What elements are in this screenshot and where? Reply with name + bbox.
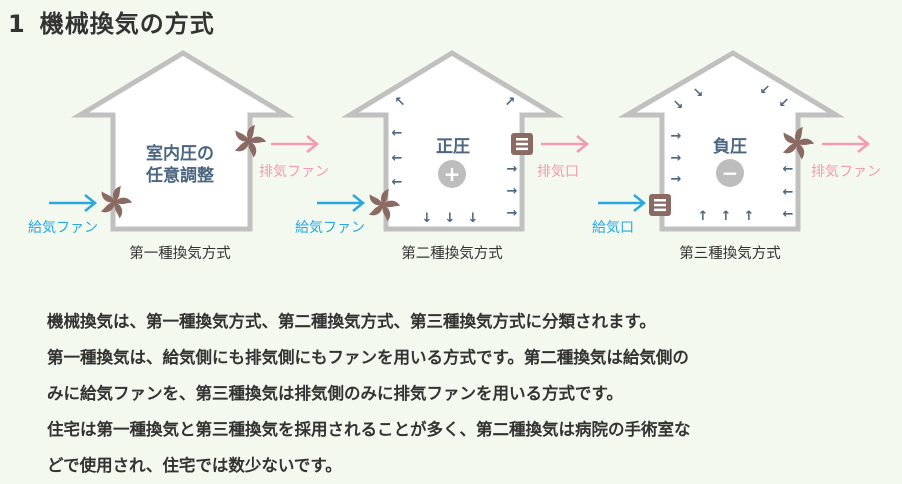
outward-air-arrows: ↖ ↗ ← ← ← → → → ↓ ↓ ↓ <box>392 95 518 226</box>
svg-text:→: → <box>671 151 682 166</box>
pressure-label: 正圧 <box>436 137 470 157</box>
svg-text:↑: ↑ <box>744 209 755 224</box>
supply-label: 給気ファン <box>28 220 98 236</box>
svg-text:↖: ↖ <box>395 95 406 110</box>
caption: 第一種換気方式 <box>129 244 231 262</box>
center-text-line2: 任意調整 <box>145 165 214 186</box>
caption: 第三種換気方式 <box>679 244 781 262</box>
svg-text:↘: ↘ <box>693 86 704 101</box>
supply-label: 給気口 <box>592 220 634 236</box>
house-outline <box>341 50 565 232</box>
exhaust-label: 排気ファン <box>811 164 881 180</box>
svg-text:↓: ↓ <box>422 211 433 226</box>
svg-text:↙: ↙ <box>779 96 790 111</box>
supply-label: 給気ファン <box>295 220 365 236</box>
svg-text:↑: ↑ <box>698 209 709 224</box>
exhaust-label: 排気口 <box>537 164 579 180</box>
supply-arrow-icon <box>315 193 365 213</box>
exhaust-label: 排気ファン <box>259 164 329 180</box>
diagram-type2: 正圧 + ↖ ↗ ← ← ← → → → ↓ ↓ ↓ 給気ファン 排気口 第二種換気方式 <box>295 50 589 262</box>
paragraph: 機械換気は、第一種換気方式、第二種換気方式、第三種換気方式に分類されます。 <box>47 312 656 331</box>
diagram-type1: 室内圧の 任意調整 給気ファン 排気ファン 第一種換気方式 <box>28 50 329 262</box>
caption: 第二種換気方式 <box>401 244 503 262</box>
paragraph: どで使用され、住宅では数少ないです。 <box>47 456 342 475</box>
plus-sign: + <box>444 162 461 186</box>
paragraph: 第一種換気は、給気側にも排気側にもファンを用いる方式です。第二種換気は給気側の <box>47 348 689 367</box>
pressure-label: 負圧 <box>713 137 747 157</box>
supply-arrow-icon <box>596 193 646 213</box>
svg-text:↗: ↗ <box>505 95 516 110</box>
minus-circle-icon <box>716 159 744 187</box>
inward-air-arrows: ↘ ↘ ↙ ↙ → → → ← ← ← ↑ ↑ ↑ <box>671 83 794 224</box>
svg-text:→: → <box>671 129 682 144</box>
description: 機械換気は、第一種換気方式、第二種換気方式、第三種換気方式に分類されます。 第一… <box>47 304 887 484</box>
svg-text:→: → <box>507 162 518 177</box>
exhaust-arrow-icon <box>539 134 589 154</box>
svg-text:↑: ↑ <box>721 209 732 224</box>
svg-text:→: → <box>507 184 518 199</box>
supply-vent-icon <box>649 194 671 216</box>
svg-text:→: → <box>507 206 518 221</box>
center-text-line1: 室内圧の <box>146 143 214 164</box>
exhaust-vent-icon <box>511 133 533 155</box>
svg-text:↓: ↓ <box>445 211 456 226</box>
svg-text:←: ← <box>783 162 794 177</box>
svg-text:↘: ↘ <box>673 98 684 113</box>
exhaust-arrow-icon <box>820 134 870 154</box>
house-outline <box>617 50 846 232</box>
paragraph: 住宅は第一種換気と第三種換気を採用されることが多く、第二種換気は病院の手術室な <box>47 420 691 439</box>
ventilation-diagrams: 室内圧の 任意調整 給気ファン 排気ファン 第一種換気方式 正圧 + ↖ ↗ ← ←… <box>28 50 881 262</box>
svg-text:←: ← <box>783 207 794 222</box>
svg-text:←: ← <box>392 175 403 190</box>
svg-text:→: → <box>671 172 682 187</box>
diagram-type3: 負圧 − ↘ ↘ ↙ ↙ → → → ← ← ← ↑ ↑ ↑ 給気口 排気ファン 第三種換気方式 <box>592 50 881 262</box>
svg-text:↓: ↓ <box>468 211 479 226</box>
svg-text:←: ← <box>783 185 794 200</box>
house-outline <box>70 50 296 232</box>
plus-circle-icon <box>438 160 466 188</box>
svg-text:↙: ↙ <box>760 83 771 98</box>
svg-text:←: ← <box>392 151 403 166</box>
paragraph: みに給気ファンを、第三種換気は排気側のみに排気ファンを用いる方式です。 <box>47 384 623 403</box>
minus-sign: − <box>722 161 739 185</box>
supply-arrow-icon <box>47 193 97 213</box>
exhaust-arrow-icon <box>269 134 319 154</box>
svg-text:←: ← <box>392 126 403 141</box>
